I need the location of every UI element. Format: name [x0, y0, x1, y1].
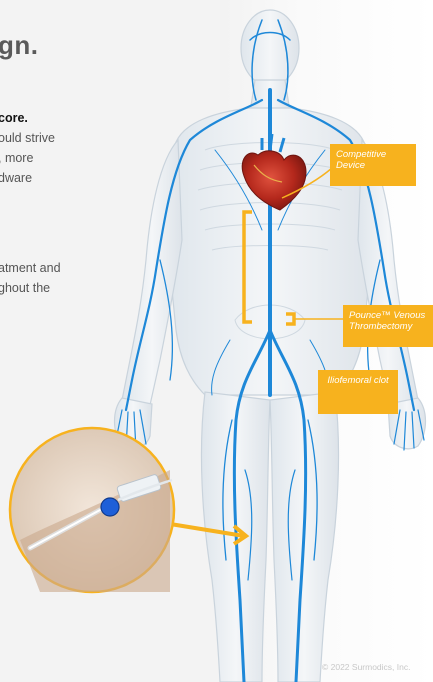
copyright-notice: © 2022 Surmodics, Inc.	[322, 662, 410, 672]
competitive-device-callout: Competitive Device	[330, 144, 416, 186]
page-title: gn.	[0, 30, 39, 61]
pounce-thrombectomy-callout: Pounce™ Venous Thrombectomy	[343, 305, 433, 347]
treatment-paragraph: atment and ghout the	[0, 258, 61, 298]
treatment-line-1: atment and	[0, 258, 61, 278]
treatment-line-2: ghout the	[0, 278, 61, 298]
intro-line-3: , more	[0, 148, 55, 168]
iliofemoral-clot-callout: Iliofemoral clot	[318, 370, 398, 414]
intro-line-1: core.	[0, 108, 55, 128]
intro-line-2: ould strive	[0, 128, 55, 148]
intro-paragraph: core. ould strive , more dware	[0, 108, 55, 188]
intro-line-4: dware	[0, 168, 55, 188]
detail-magnifier-circle	[10, 428, 174, 592]
